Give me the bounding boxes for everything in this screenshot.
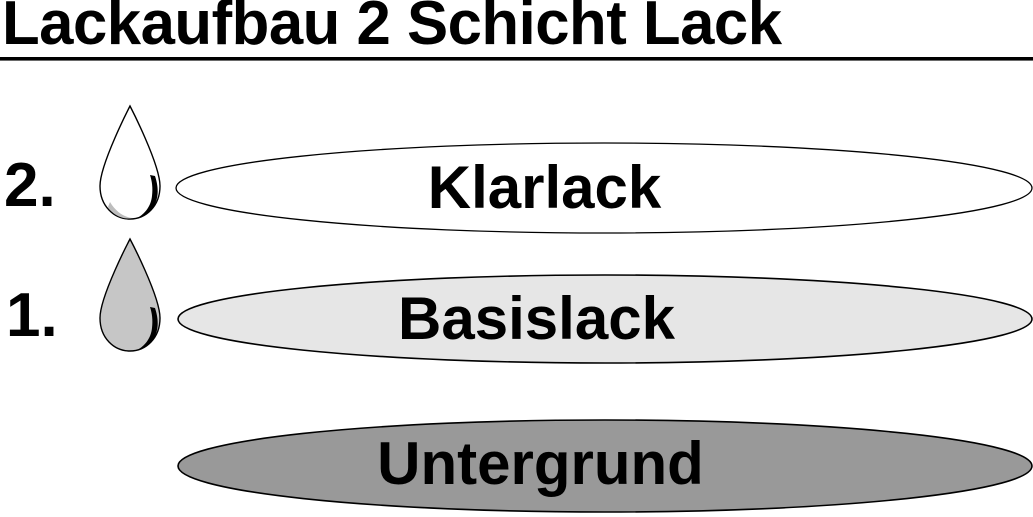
step-number-2: 2. <box>4 151 56 220</box>
paint-drop-icon-base <box>99 237 161 352</box>
layer-label-klarlack: Klarlack <box>427 154 662 221</box>
paint-drop-icon-clear <box>99 104 161 220</box>
page-title: Lackaufbau 2 Schicht Lack <box>2 0 782 58</box>
layer-label-untergrund: Untergrund <box>377 430 704 497</box>
layer-label-basislack: Basislack <box>398 285 675 352</box>
title-block: Lackaufbau 2 Schicht Lack <box>0 0 1033 62</box>
title-underline-rule <box>0 57 1033 61</box>
step-number-1: 1. <box>6 281 58 350</box>
